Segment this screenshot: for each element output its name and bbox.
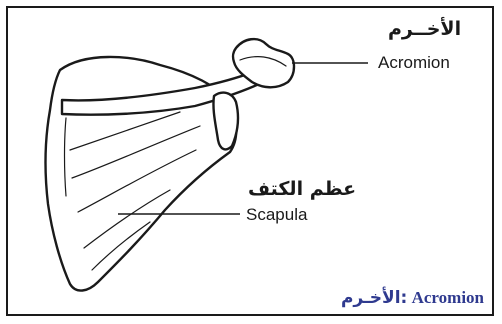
scapula-label-arabic: عظم الكتف (248, 178, 356, 200)
acromion-label-english: Acromion (378, 53, 450, 73)
caption-arabic: الأخـرم: (341, 288, 407, 308)
scapula-label-english: Scapula (246, 205, 307, 225)
caption-english: Acromion (412, 288, 484, 307)
acromion-label-arabic: الأخــرم (388, 18, 461, 40)
coracoid-process (213, 93, 238, 150)
caption: الأخـرم: Acromion (341, 288, 484, 308)
